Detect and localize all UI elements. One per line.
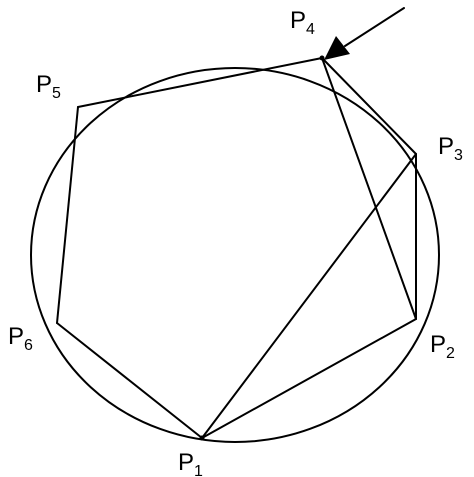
vertex-labels: P1 P2 P3 P4 P5 P6 (8, 7, 463, 477)
vertex-dot-p4 (319, 55, 325, 61)
arrow-head (324, 36, 350, 60)
label-p6: P6 (8, 323, 33, 354)
label-p1: P1 (178, 449, 203, 477)
diagonal-p1-p3 (201, 153, 417, 439)
diagonal-p4-p2 (321, 57, 417, 320)
arrow-shaft (344, 7, 405, 47)
vertex-dots (199, 55, 325, 441)
edge-p4-p5 (77, 57, 323, 108)
edge-p3-p4 (321, 57, 417, 155)
edge-p1-p2 (201, 318, 417, 439)
diagonal-edges (201, 57, 417, 439)
label-p5: P5 (36, 71, 61, 102)
polygon-edges (56, 57, 417, 439)
arrow-to-p4 (324, 7, 405, 60)
edge-p5-p6 (56, 106, 79, 324)
label-p2: P2 (430, 331, 455, 362)
label-p3: P3 (438, 133, 463, 164)
edge-p6-p1 (56, 322, 203, 439)
circumscribed-circle (30, 67, 440, 443)
label-p4: P4 (290, 7, 315, 38)
vertex-dot-p1 (199, 435, 205, 441)
